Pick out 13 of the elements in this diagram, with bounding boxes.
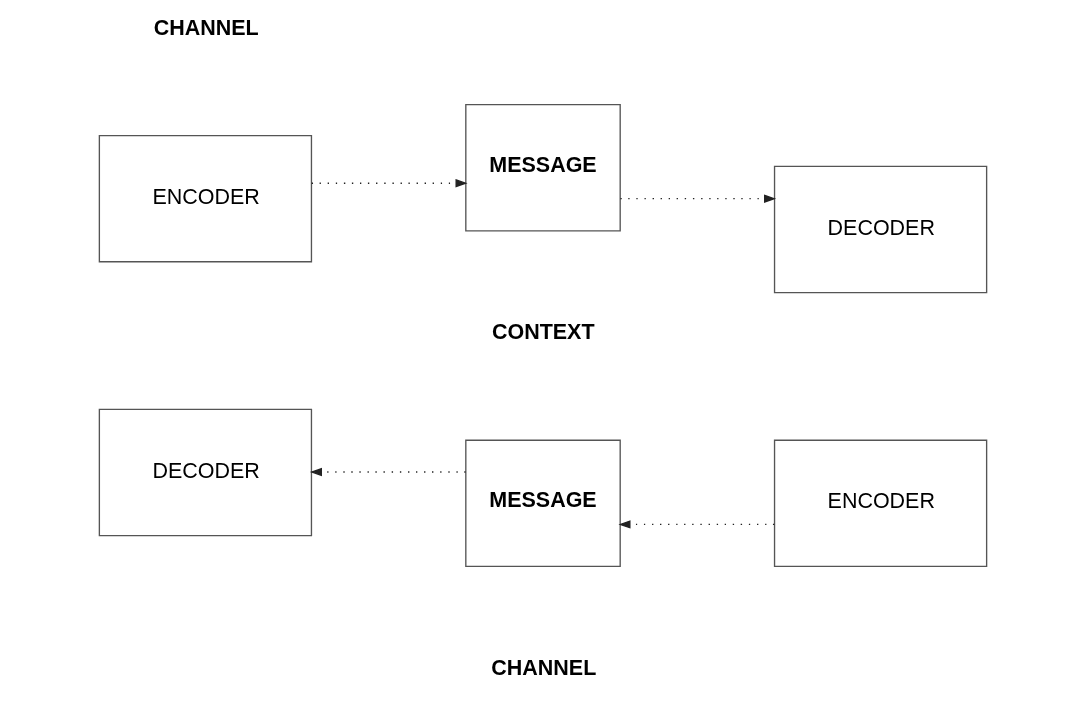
label: CONTEXT (491, 320, 595, 345)
arrow (311, 178, 468, 188)
arrow (619, 194, 777, 203)
node-box: ENCODER (98, 134, 313, 263)
node-box: MESSAGE (465, 439, 621, 568)
arrow (618, 520, 775, 529)
arrow (309, 467, 467, 477)
node-box: DECODER (98, 408, 313, 537)
label: CHANNEL (491, 655, 597, 680)
node-box: ENCODER (773, 439, 988, 568)
label: CHANNEL (153, 15, 259, 40)
node-box: MESSAGE (465, 104, 621, 232)
node-box: DECODER (773, 165, 988, 294)
